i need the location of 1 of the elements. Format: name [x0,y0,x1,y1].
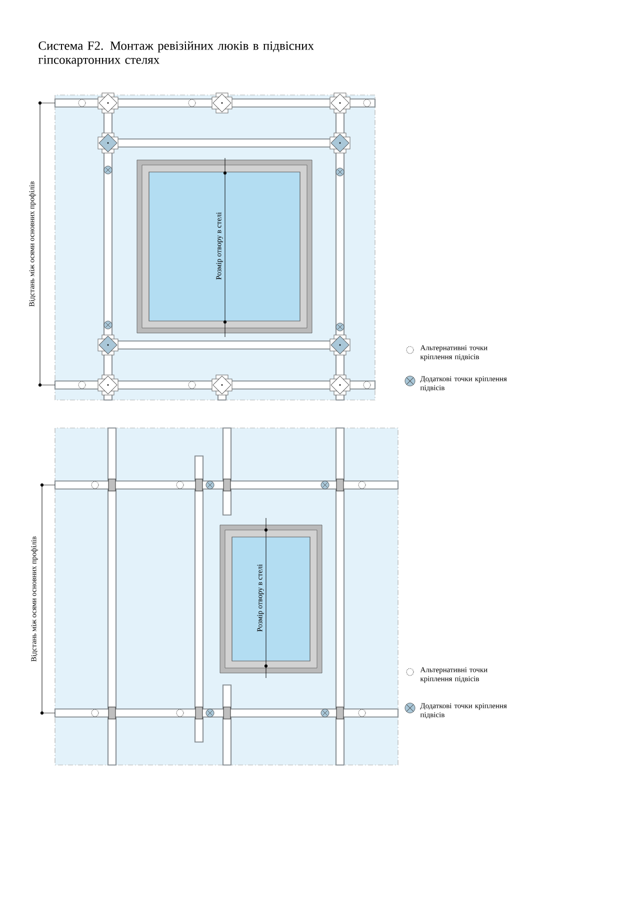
title: Система F2. Монтаж ревізійних люків в підвісних гіпсокартонних стелях [38,41,314,66]
